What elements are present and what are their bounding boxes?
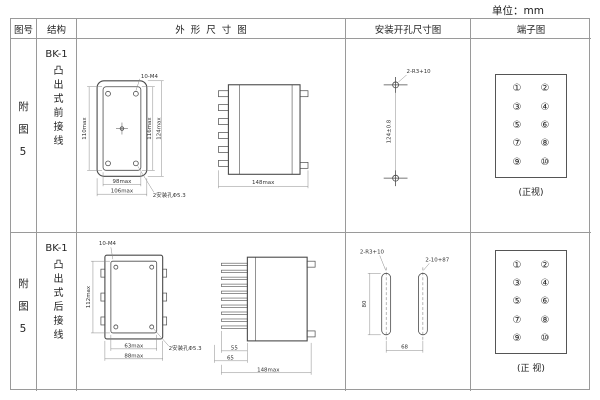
fig-no-cell-row1: 附图5: [11, 39, 37, 233]
terminal-number: ①: [512, 259, 522, 271]
mounting-hole-drawing-rear: 2-R3+10 2-10+87 80 68: [360, 249, 449, 353]
mounting-cell-row1: 124±0.8 2-R3+10: [346, 39, 471, 233]
screw-spec-label: 10-M4: [141, 74, 159, 80]
terminal-number: ⑥: [540, 296, 550, 308]
fig-no-cell-row2: 附图5: [11, 233, 37, 391]
dim-label-106max: 106max: [111, 189, 134, 195]
mounting-hole-label: 2安装孔Φ5.3: [169, 344, 202, 352]
terminal-number: ③: [512, 101, 522, 113]
fig-no: 附图5: [17, 277, 29, 347]
dim-label-148max: 148max: [257, 367, 280, 373]
terminal-number: ⑤: [512, 296, 522, 308]
structure-label: 凸出式后接线: [51, 259, 62, 343]
col-header-mounting: 安装开孔尺寸图: [346, 19, 471, 39]
dim-label-65: 65: [227, 355, 234, 361]
mounting-dimension-lines: [395, 74, 407, 171]
dim-label-68: 68: [401, 345, 408, 351]
side-view-dimension-lines: [214, 330, 312, 375]
terminal-number: ⑨: [512, 156, 522, 168]
slot-spec-label-2: 2-10+87: [425, 257, 449, 263]
terminal-number: ⑥: [540, 119, 550, 131]
outline-cell-row1: 110max 116max 124max 98max 106max 10-M4 …: [77, 39, 346, 233]
dim-label-116max: 116max: [147, 117, 153, 140]
mounting-hole-marks: [383, 76, 408, 187]
relay-side-view: [221, 256, 316, 342]
mounting-hole-label: 2安装孔Φ5.3: [153, 191, 186, 199]
unit-label: 单位：mm: [492, 5, 544, 17]
terminal-caption: (正 视): [517, 364, 545, 374]
terminal-number: ③: [512, 278, 522, 290]
dim-label-63max: 63max: [124, 343, 144, 349]
terminal-number: ④: [540, 278, 550, 290]
relay-front-view: [100, 254, 168, 340]
terminal-box: ① ② ③ ④ ⑤ ⑥ ⑦ ⑧ ⑨ ⑩: [495, 250, 567, 354]
side-view-dimension-lines: [218, 170, 309, 189]
terminal-number: ⑦: [512, 138, 522, 150]
mounting-hole-drawing-front: 124±0.8 2-R3+10: [383, 69, 432, 187]
mounting-dimension-lines: [367, 255, 430, 353]
col-header-fig-no: 图号: [11, 19, 37, 39]
hole-spec-label: 2-R3+10: [407, 69, 432, 75]
outline-drawing-front-wiring: 110max 116max 124max 98max 106max 10-M4 …: [82, 74, 309, 199]
terminal-number: ②: [540, 259, 550, 271]
front-view-dimension-lines: [87, 78, 164, 197]
dim-label-80: 80: [362, 300, 368, 307]
fig-no: 附图5: [17, 101, 29, 170]
terminal-number: ⑨: [512, 333, 522, 345]
dim-label-55: 55: [231, 345, 238, 351]
front-view-dimension-lines: [90, 247, 169, 361]
terminal-number: ⑧: [540, 314, 550, 326]
col-header-structure: 结构: [37, 19, 77, 39]
relay-front-view: [96, 80, 148, 177]
dim-label-124max: 124max: [156, 117, 162, 140]
structure-cell-row1: BK-1 凸出式前接线: [37, 39, 77, 233]
model-label: BK-1: [45, 243, 68, 254]
terminal-caption: (正视): [518, 187, 544, 198]
dim-label-98max: 98max: [113, 179, 133, 185]
terminal-number: ①: [512, 83, 522, 95]
structure-cell-row2: BK-1 凸出式后接线: [37, 233, 77, 391]
dim-label-124: 124±0.8: [387, 119, 393, 143]
dim-label-110max: 110max: [82, 117, 88, 140]
terminal-number: ⑩: [540, 333, 550, 345]
dim-label-112max: 112max: [86, 285, 92, 308]
relay-side-view: [218, 84, 309, 175]
outline-cell-row2: 10-M4 112max 63max 88max 2安装孔Φ5.3: [77, 233, 346, 391]
mounting-cell-row2: 2-R3+10 2-10+87 80 68: [346, 233, 471, 391]
col-header-terminal: 端子图: [471, 19, 591, 39]
terminal-cell-row1: ① ② ③ ④ ⑤ ⑥ ⑦ ⑧ ⑨ ⑩ (正视): [471, 39, 591, 233]
slot-spec-label-1: 2-R3+10: [360, 249, 385, 255]
terminal-number: ⑤: [512, 119, 522, 131]
terminal-number: ⑧: [540, 138, 550, 150]
model-label: BK-1: [45, 49, 68, 60]
mounting-slot-marks: [381, 267, 428, 341]
terminal-box: ① ② ③ ④ ⑤ ⑥ ⑦ ⑧ ⑨ ⑩: [495, 73, 567, 178]
screw-spec-label: 10-M4: [99, 241, 117, 247]
col-header-outline: 外形尺寸图: [77, 19, 346, 39]
terminal-number: ⑦: [512, 314, 522, 326]
dim-label-148max: 148max: [252, 180, 275, 186]
terminal-number: ②: [540, 83, 550, 95]
structure-label: 凸出式前接线: [51, 65, 62, 149]
terminal-number: ④: [540, 101, 550, 113]
spec-table: 图号 结构 外形尺寸图 安装开孔尺寸图 端子图 附图5 BK-1 凸出式前接线: [10, 18, 591, 391]
terminal-number: ⑩: [540, 156, 550, 168]
terminal-cell-row2: ① ② ③ ④ ⑤ ⑥ ⑦ ⑧ ⑨ ⑩ (正 视): [471, 233, 591, 391]
dim-label-88max: 88max: [124, 353, 144, 359]
outline-drawing-rear-wiring: 10-M4 112max 63max 88max 2安装孔Φ5.3: [86, 241, 316, 375]
